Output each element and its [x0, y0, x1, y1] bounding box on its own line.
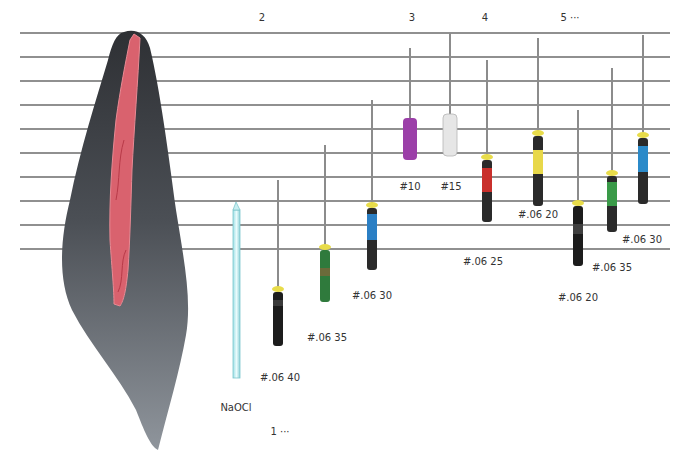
step-number: 4: [480, 12, 490, 24]
file-label: #15: [438, 181, 463, 193]
step-number: 1 ···: [268, 426, 291, 438]
root-canal: [110, 34, 140, 306]
step-number: 3: [407, 12, 417, 24]
file-label: #.06 35: [590, 262, 634, 274]
step-number: 2: [257, 12, 267, 24]
file-label: #.06 30: [620, 234, 664, 246]
irrigation-needle: [233, 210, 240, 378]
file-label: #10: [397, 181, 422, 193]
tooth: [62, 31, 188, 450]
endodontic-files: [272, 33, 649, 346]
step-number: 5 ···: [558, 12, 581, 24]
file-label: #.06 40: [258, 372, 302, 384]
file-label: #.06 30: [350, 290, 394, 302]
file-label: #.06 25: [461, 256, 505, 268]
file-label: #.06 20: [516, 209, 560, 221]
solution-label: NaOCl: [218, 402, 253, 414]
canal-detail: [116, 140, 126, 292]
file-label: #.06 35: [305, 332, 349, 344]
file-label: #.06 20: [556, 292, 600, 304]
